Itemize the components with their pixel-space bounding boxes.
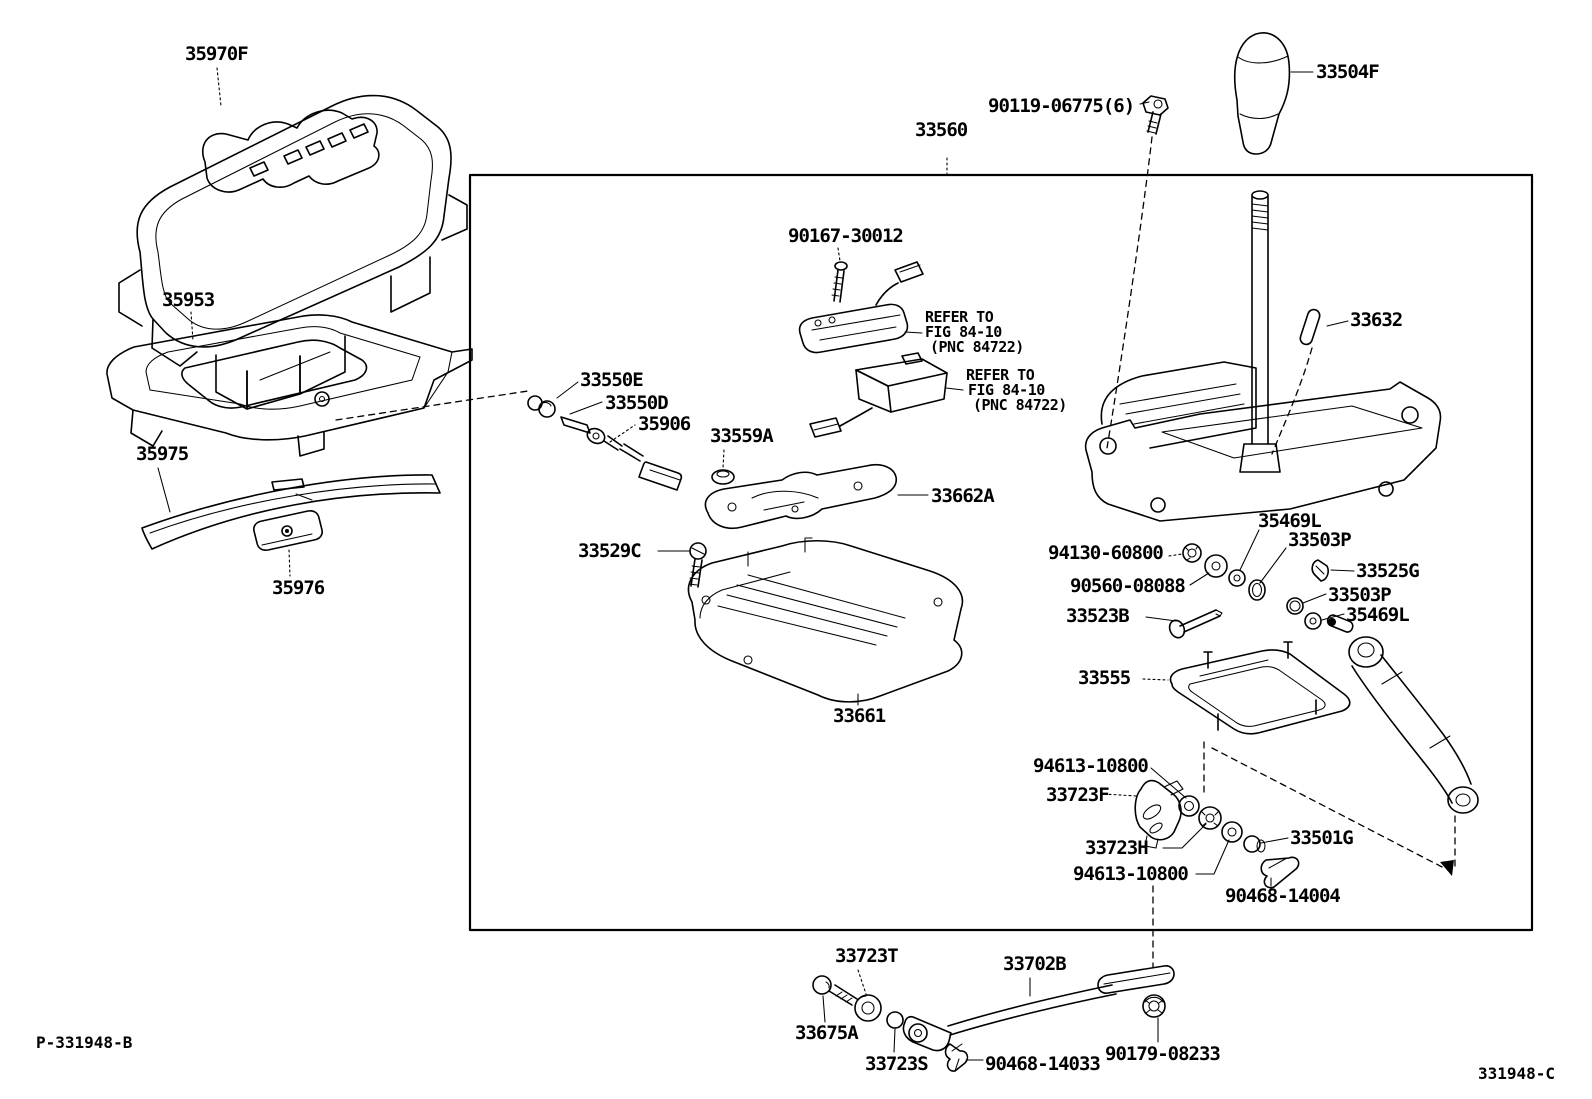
part-94613-washer-2-drawing — [1221, 821, 1243, 843]
part-label-90119-06775: 90119-06775(6) — [988, 95, 1135, 117]
part-35975-strip-drawing — [141, 474, 441, 550]
part-label-35970F: 35970F — [185, 43, 249, 65]
part-35906-wire-drawing — [586, 427, 683, 491]
part-94130-nut-drawing — [1182, 543, 1202, 563]
part-label-94613-2: 94613-10800 — [1073, 863, 1189, 885]
part-33632-pin-drawing — [1299, 308, 1321, 346]
part-94613-washer-1-drawing — [1178, 795, 1200, 817]
part-label-33702B: 33702B — [1003, 953, 1067, 975]
part-33504F-knob-drawing — [1233, 32, 1291, 155]
part-33723T-grommet-drawing — [854, 994, 882, 1022]
label-leader-lines — [157, 67, 1355, 1061]
part-33675A-bolt-drawing — [812, 975, 858, 1006]
part-33723H-pivot-drawing — [1198, 806, 1222, 830]
part-label-33555: 33555 — [1078, 667, 1131, 689]
part-label-90167-30012: 90167-30012 — [788, 225, 904, 247]
part-label-33503P-2: 33503P — [1328, 584, 1392, 606]
part-label-33504F: 33504F — [1316, 61, 1380, 83]
part-33550E-bulb-drawing — [527, 395, 556, 418]
part-label-33503P-1: 33503P — [1288, 529, 1352, 551]
part-label-33559A: 33559A — [710, 425, 774, 447]
part-33503P-ring-1-drawing — [1248, 579, 1266, 601]
part-label-33723H: 33723H — [1085, 837, 1149, 859]
part-label-35906: 35906 — [638, 413, 691, 435]
part-label-35469L-2: 35469L — [1346, 604, 1410, 626]
part-35469L-washer-1-drawing — [1228, 569, 1246, 587]
part-33501G-bushing-drawing — [1243, 835, 1266, 853]
part-33529C-screw-drawing — [688, 542, 707, 588]
part-33723F-bracket-drawing — [1134, 779, 1184, 849]
part-33702B-cable-drawing — [902, 965, 1175, 1052]
figure-code-right: 331948-C — [1478, 1064, 1556, 1083]
part-90468-14033-clip-drawing — [944, 1043, 969, 1072]
part-35970F-cover-drawing — [118, 94, 468, 410]
part-label-35976: 35976 — [272, 577, 325, 599]
part-33661-housing-drawing — [687, 537, 964, 703]
part-label-33501G: 33501G — [1290, 827, 1354, 849]
part-label-94130-60800: 94130-60800 — [1048, 542, 1164, 564]
part-90468-14004-clip-drawing — [1260, 856, 1300, 889]
part-33550D-drawing — [560, 416, 591, 434]
part-label-90560-08088: 90560-08088 — [1070, 575, 1186, 597]
figure-code-left: P-331948-B — [36, 1033, 133, 1052]
refer-note-1-line-2: FIG 84-10 — [925, 323, 1002, 341]
part-33555-frame-drawing — [1169, 641, 1351, 735]
dashed-assembly-lines — [335, 136, 1456, 969]
refer-note-2-line-3: (PNC 84722) — [973, 396, 1067, 414]
part-33559A-grommet-drawing — [711, 469, 735, 485]
part-label-33560: 33560 — [915, 119, 968, 141]
part-35469L-washer-2-drawing — [1304, 612, 1322, 630]
part-label-90468-14033: 90468-14033 — [985, 1053, 1101, 1075]
part-label-33550D: 33550D — [605, 392, 669, 414]
refer-note-2-line-1: REFER TO — [966, 366, 1035, 384]
part-33662A-plate-drawing — [704, 463, 898, 529]
part-33723S-bushing-drawing — [886, 1011, 904, 1029]
part-label-90468-14004: 90468-14004 — [1225, 885, 1341, 907]
part-90179-nut-drawing — [1142, 994, 1166, 1018]
part-33523B-pin-drawing — [1168, 609, 1223, 639]
part-label-33675A: 33675A — [795, 1022, 859, 1044]
part-label-94613-1: 94613-10800 — [1033, 755, 1149, 777]
part-label-35469L-1: 35469L — [1258, 510, 1322, 532]
part-label-90179-08233: 90179-08233 — [1105, 1043, 1221, 1065]
refer-note-1-line-1: REFER TO — [925, 308, 994, 326]
refer-note-2-line-2: FIG 84-10 — [968, 381, 1045, 399]
part-label-35953: 35953 — [162, 289, 215, 311]
part-label-33632: 33632 — [1350, 309, 1403, 331]
part-label-33662A: 33662A — [931, 485, 995, 507]
lever-arm-drawing — [1326, 614, 1479, 814]
part-label-33523B: 33523B — [1066, 605, 1130, 627]
part-35953-housing-drawing — [106, 314, 473, 457]
part-label-33661: 33661 — [833, 705, 886, 727]
part-label-33723S: 33723S — [865, 1053, 929, 1075]
part-90560-washer-drawing — [1204, 554, 1228, 578]
part-label-33723T: 33723T — [835, 945, 899, 967]
assembly-boundary-box — [468, 173, 1534, 932]
sensor-module-2-drawing — [809, 352, 948, 438]
part-35976-plate-drawing — [253, 510, 323, 551]
part-label-33529C: 33529C — [578, 540, 642, 562]
part-90167-screw-drawing — [831, 261, 848, 303]
part-label-35975: 35975 — [136, 443, 189, 465]
sensor-module-1-drawing — [798, 261, 924, 354]
part-label-33723F: 33723F — [1046, 784, 1110, 806]
part-33525G-clip-drawing — [1311, 559, 1329, 582]
refer-note-1-line-3: (PNC 84722) — [930, 338, 1024, 356]
part-90119-bolt-drawing — [1142, 95, 1169, 135]
part-label-33525G: 33525G — [1356, 560, 1420, 582]
part-33503P-ring-2-drawing — [1286, 597, 1304, 615]
part-label-33550E: 33550E — [580, 369, 644, 391]
